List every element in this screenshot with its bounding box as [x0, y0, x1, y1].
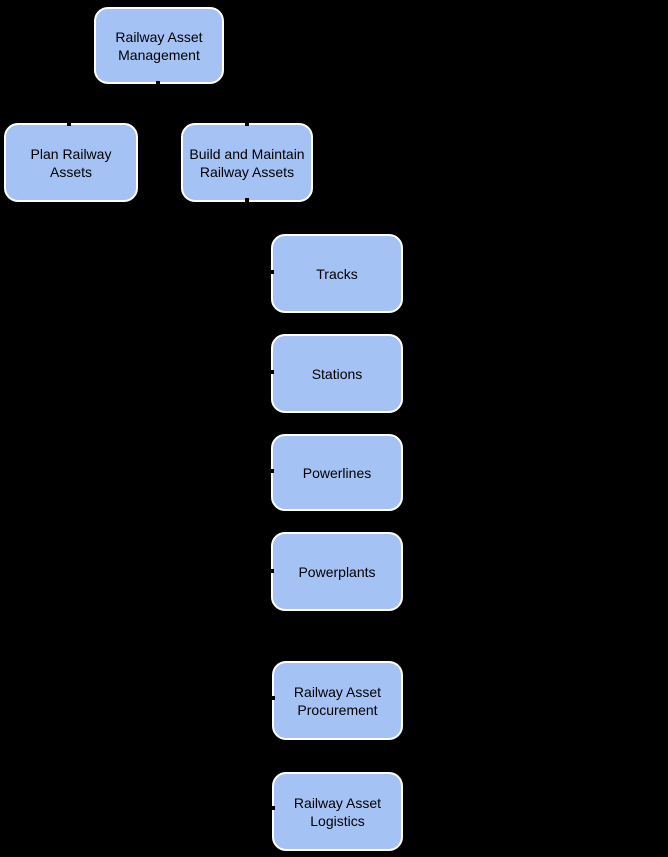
node-powerplants[interactable]: Powerplants	[271, 532, 403, 611]
connector-stub	[67, 119, 71, 126]
connector-stub	[245, 198, 249, 205]
node-label: Powerplants	[298, 563, 376, 580]
node-label: Plan Railway Assets	[30, 145, 112, 180]
connector-stub	[267, 370, 274, 374]
node-railway-asset-procurement[interactable]: Railway Asset Procurement	[272, 661, 403, 740]
node-label: Railway Asset Procurement	[293, 683, 382, 718]
connector-stub	[268, 806, 275, 810]
connector-stub	[267, 270, 274, 274]
node-label: Stations	[311, 365, 363, 382]
node-label: Powerlines	[302, 464, 372, 481]
node-railway-asset-management[interactable]: Railway Asset Management	[94, 7, 224, 84]
node-label: Railway Asset Management	[115, 28, 203, 63]
connector-stub	[245, 119, 249, 126]
connector-stub	[267, 469, 274, 473]
node-powerlines[interactable]: Powerlines	[271, 434, 403, 511]
node-tracks[interactable]: Tracks	[271, 234, 403, 313]
connector-stub	[156, 81, 160, 88]
node-railway-asset-logistics[interactable]: Railway Asset Logistics	[272, 772, 403, 851]
node-build-and-maintain-railway-assets[interactable]: Build and Maintain Railway Assets	[181, 123, 313, 202]
node-label: Railway Asset Logistics	[293, 794, 382, 829]
connector-stub	[268, 696, 275, 700]
node-stations[interactable]: Stations	[271, 334, 403, 413]
node-label: Build and Maintain Railway Assets	[189, 145, 305, 180]
connector-stub	[267, 569, 274, 573]
node-label: Tracks	[316, 265, 358, 282]
node-plan-railway-assets[interactable]: Plan Railway Assets	[4, 123, 138, 202]
